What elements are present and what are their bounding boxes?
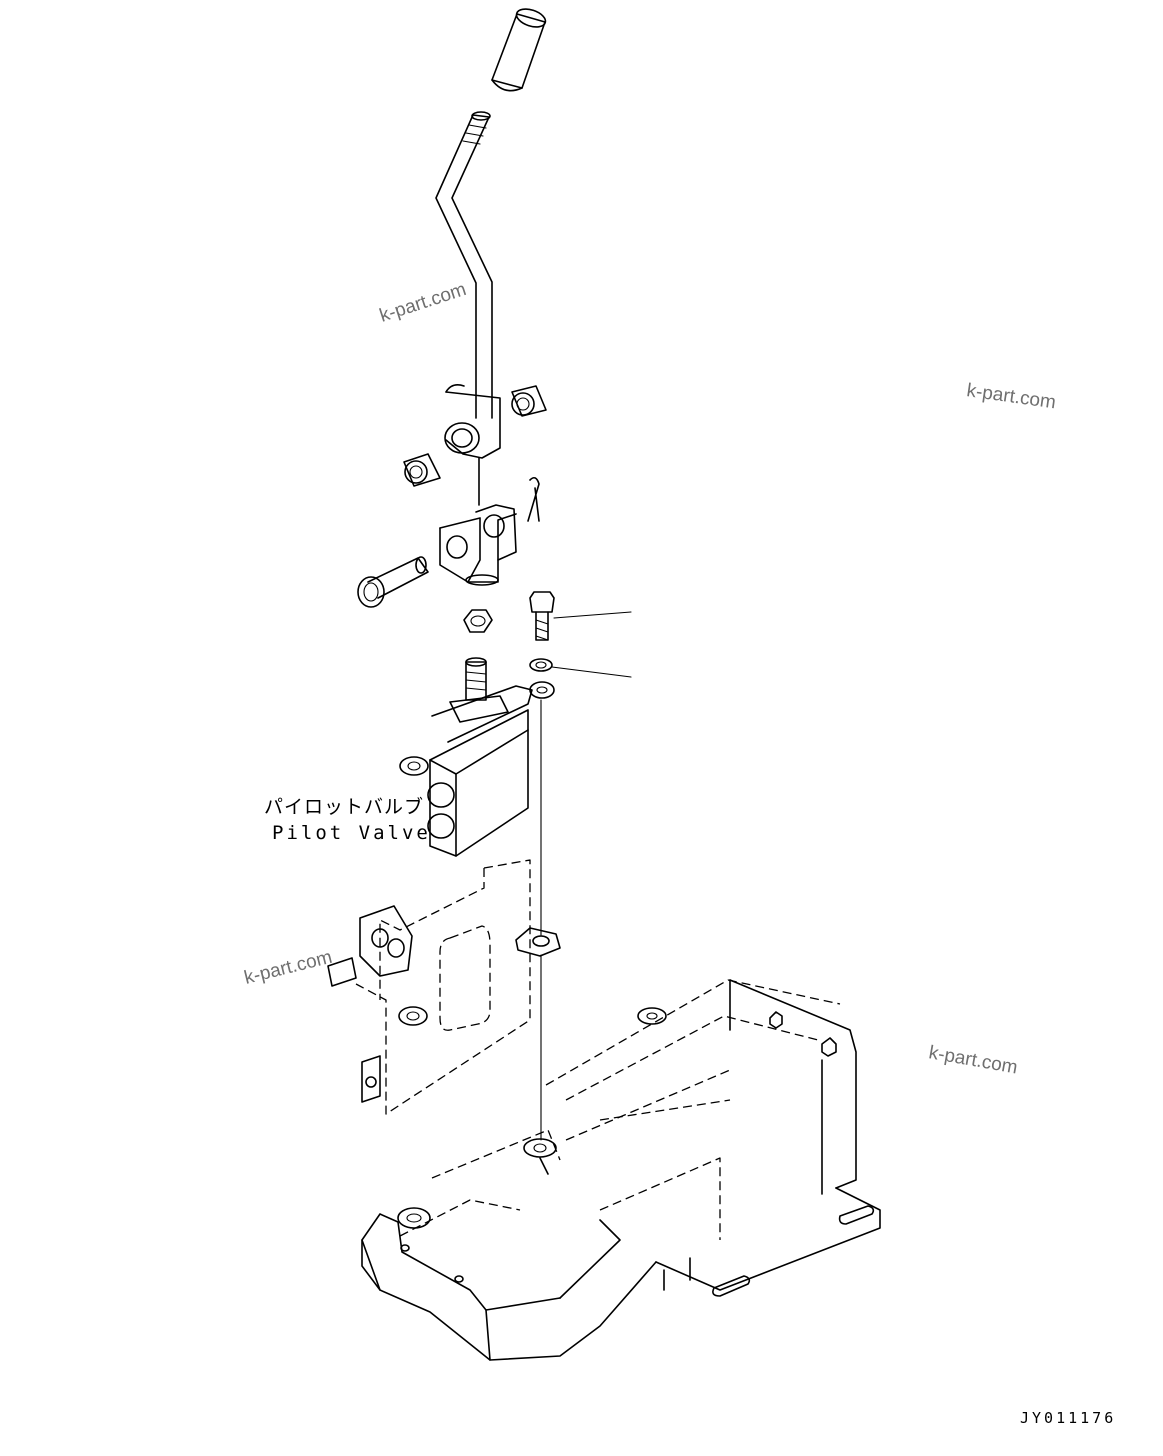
- bushing-left: [403, 453, 441, 487]
- pilot-valve-label-english: Pilot Valve: [272, 822, 431, 844]
- watermark-2: k-part.com: [965, 380, 1057, 413]
- watermark-1: k-part.com: [377, 279, 469, 327]
- mounting-bracket: [327, 859, 561, 1115]
- lever-rod: [435, 111, 493, 419]
- cotter-pin: [527, 476, 540, 522]
- lever-knob: [491, 8, 547, 92]
- washer: [529, 658, 632, 678]
- lever-yoke: [444, 384, 501, 459]
- bushing-right: [511, 385, 547, 417]
- base-housing: [361, 979, 881, 1361]
- nut: [463, 609, 493, 633]
- pilot-valve: [399, 657, 555, 857]
- bolt: [529, 591, 632, 641]
- pilot-valve-label-japanese: パイロットバルブ: [264, 795, 424, 818]
- clevis-bracket: [439, 457, 517, 586]
- drawing-id: JY011176: [1020, 1409, 1116, 1427]
- clevis-pin: [357, 556, 429, 608]
- watermark-4: k-part.com: [927, 1042, 1019, 1078]
- watermark-3: k-part.com: [242, 947, 334, 989]
